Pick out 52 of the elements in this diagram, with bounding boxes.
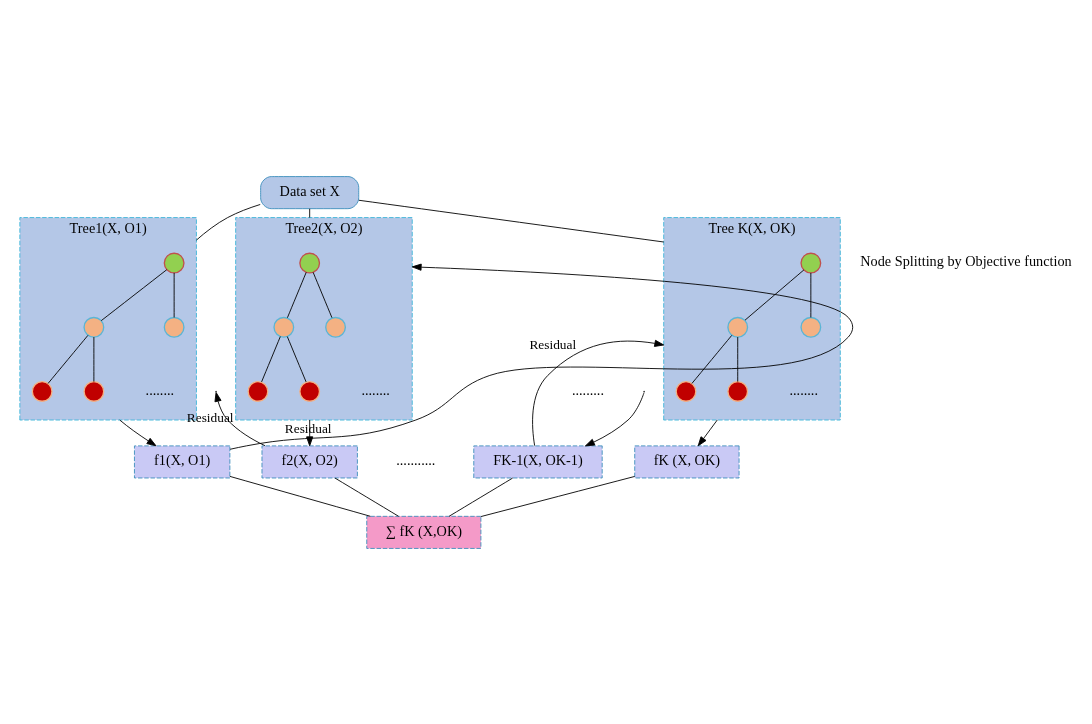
arrow <box>532 339 665 446</box>
node-circle <box>800 252 822 274</box>
label: ......... <box>571 381 604 398</box>
node-circle <box>325 316 347 338</box>
arrow <box>214 391 266 446</box>
node-circle <box>727 380 749 402</box>
node-circle <box>299 252 321 274</box>
node-circle <box>83 316 105 338</box>
label: Node Splitting by Objective function <box>860 252 1072 269</box>
connector <box>100 268 168 321</box>
node-circle <box>83 380 105 402</box>
node-circle <box>299 380 321 402</box>
node-circle <box>273 316 295 338</box>
connector <box>480 475 636 517</box>
connector <box>286 335 307 382</box>
connector <box>744 269 805 321</box>
connector <box>286 271 307 318</box>
node-box: f2(X, O2) <box>261 444 358 478</box>
node-box: f1(X, O1) <box>134 444 231 478</box>
connector <box>309 207 311 218</box>
arrow <box>119 419 157 446</box>
node-box: FK-1(X, OK-1) <box>473 444 603 478</box>
node-circle <box>675 380 697 402</box>
label: ........ <box>789 381 818 398</box>
arrow <box>585 391 645 446</box>
node-circle <box>247 380 269 402</box>
edge-label: Residual <box>529 336 577 352</box>
connector <box>261 335 281 382</box>
arrow <box>229 263 854 450</box>
node-circle <box>800 316 822 338</box>
connector <box>173 271 175 318</box>
connector <box>810 271 812 318</box>
connector <box>47 334 89 384</box>
node-circle <box>727 316 749 338</box>
connector <box>691 334 733 384</box>
connector <box>334 477 399 517</box>
label: ........ <box>145 381 175 398</box>
node-box: Data set X <box>260 175 360 209</box>
connector <box>448 477 514 517</box>
label: ........ <box>361 381 390 398</box>
arrow <box>697 419 718 446</box>
node-circle <box>163 316 185 338</box>
node-circle <box>163 252 185 274</box>
node-box: fK (X, OK) <box>634 444 740 478</box>
connector <box>358 199 665 242</box>
label: ........... <box>396 451 436 468</box>
connector <box>312 271 333 318</box>
connector <box>737 336 739 382</box>
node-box: ∑ fK (X,OK) <box>366 515 482 549</box>
connector <box>196 203 261 241</box>
node-circle <box>31 380 53 402</box>
connector <box>229 475 371 517</box>
